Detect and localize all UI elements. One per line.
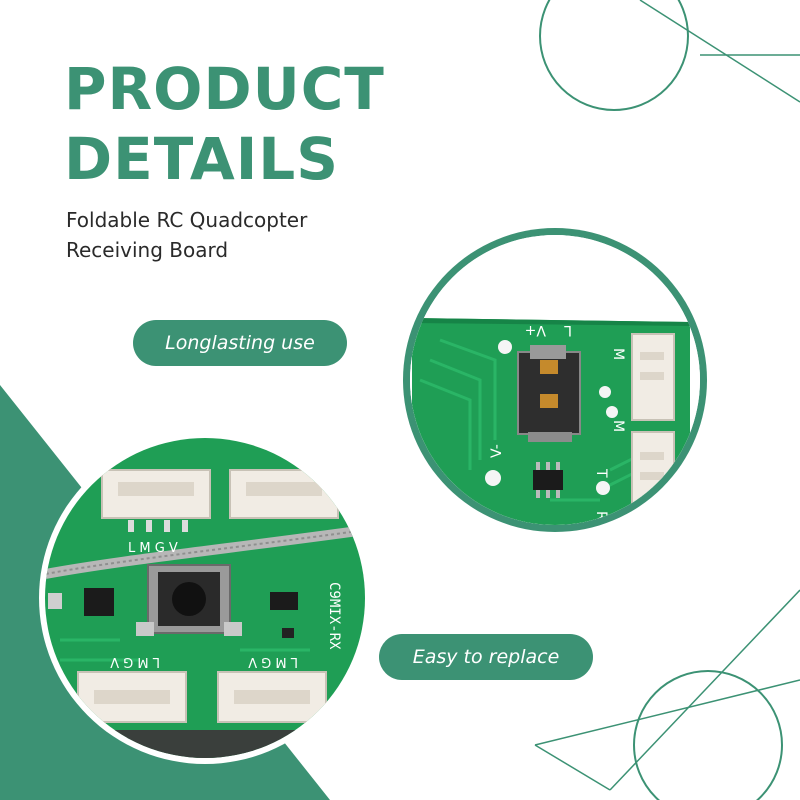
feature-pill-longlasting: Longlasting use (133, 320, 347, 366)
smd-chip (270, 592, 298, 610)
deco-line (534, 679, 800, 746)
silk-label: L M G V (128, 541, 178, 556)
smd-chip (533, 470, 563, 490)
outline-circle-top (539, 0, 689, 111)
silk-label: V- (489, 444, 505, 458)
feature-pill-easy-replace: Easy to replace (379, 634, 593, 680)
subtitle-line1: Foldable RC Quadcopter (66, 208, 308, 232)
silk-label: M (610, 420, 626, 432)
pcb-photo-top: V+ L M M V- T R (403, 228, 707, 532)
page-title-line1: PRODUCT (64, 55, 385, 123)
silk-label: M (610, 348, 626, 360)
pcb-photo-bottom: L M G V L M G V L M G V C9MIX-RX (39, 432, 371, 764)
outline-circle-bottom (633, 670, 783, 800)
smd-chip (84, 588, 114, 616)
silk-label: L M G V (110, 654, 160, 669)
deco-line (609, 589, 800, 791)
silk-label: L (564, 322, 572, 338)
silk-label: V+ (525, 322, 546, 338)
silk-label: R (593, 511, 609, 521)
deco-line (639, 0, 800, 103)
product-subtitle: Foldable RC Quadcopter Receiving Board (66, 205, 307, 265)
subtitle-line2: Receiving Board (66, 238, 229, 262)
silk-label: T (593, 468, 609, 478)
deco-line (534, 744, 611, 791)
silk-label: L M G V (248, 654, 298, 669)
model-label: C9MIX-RX (326, 582, 342, 650)
page-title-line2: DETAILS (64, 125, 340, 193)
